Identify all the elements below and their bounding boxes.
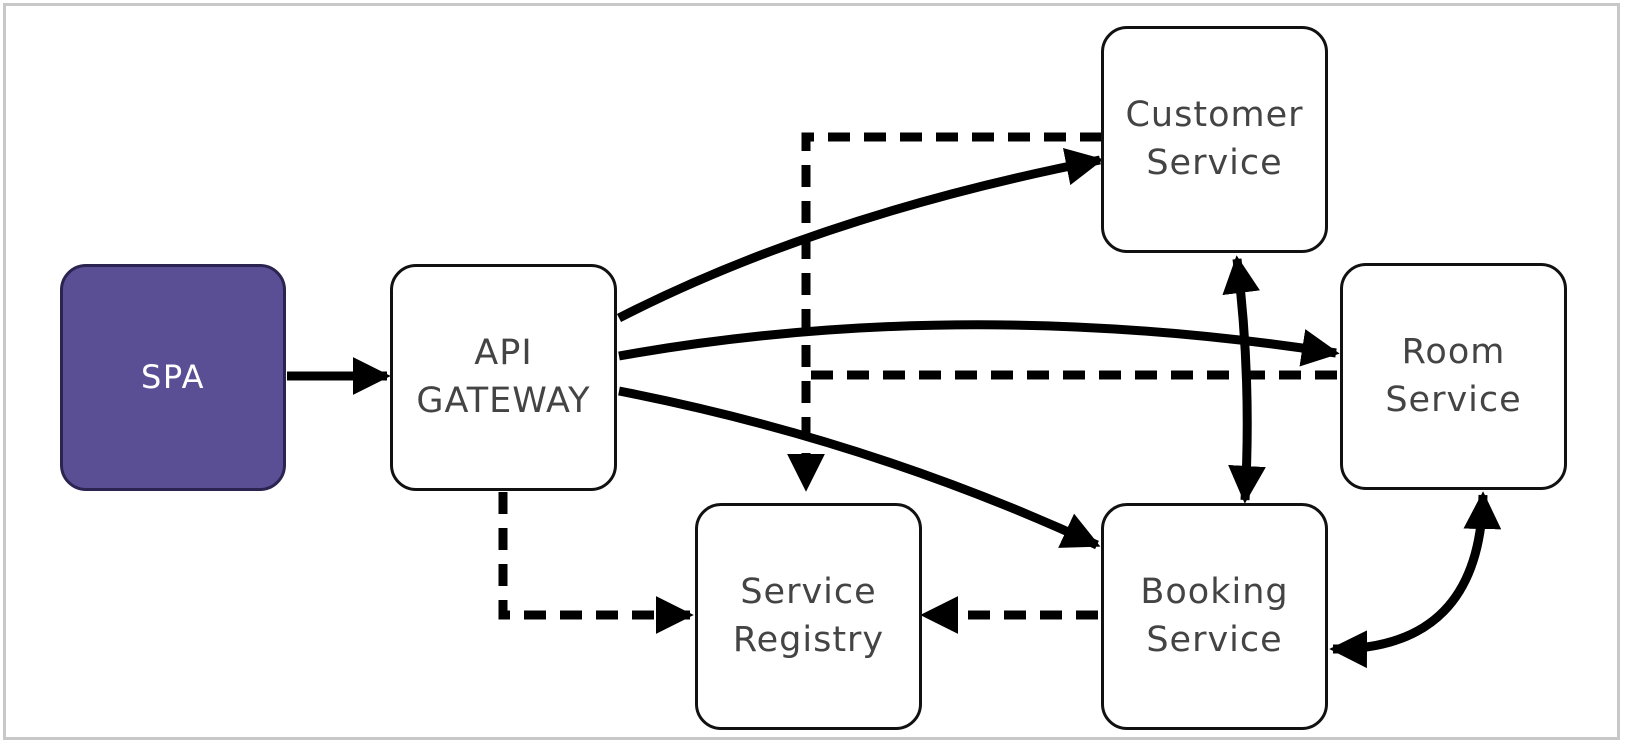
edge-api-gateway-to-customer-service [616, 148, 1104, 323]
booking-service-node: Booking Service [1101, 503, 1328, 730]
edge-customer-service-booking-service [1222, 255, 1266, 504]
service-registry-node: Service Registry [695, 503, 922, 730]
booking-service-label: Booking Service [1140, 572, 1289, 660]
edge-api-gateway-to-room-service [618, 320, 1340, 367]
service-registry-label: Service Registry [732, 572, 885, 660]
spa-node: SPA [60, 264, 286, 491]
edge-customer-service-to-service-registry [787, 132, 1102, 492]
customer-service-label: Customer Service [1125, 95, 1304, 183]
api-gateway-node: API GATEWAY [390, 264, 617, 491]
customer-service-node: Customer Service [1101, 26, 1328, 253]
room-service-node: Room Service [1340, 263, 1567, 490]
edge-api-gateway-to-booking-service [618, 386, 1101, 550]
spa-label: SPA [141, 357, 205, 396]
api-gateway-label: API GATEWAY [416, 333, 591, 421]
room-service-label: Room Service [1385, 332, 1522, 420]
edge-api-gateway-to-service-registry [498, 492, 694, 634]
edge-room-service-booking-service [1329, 491, 1502, 669]
